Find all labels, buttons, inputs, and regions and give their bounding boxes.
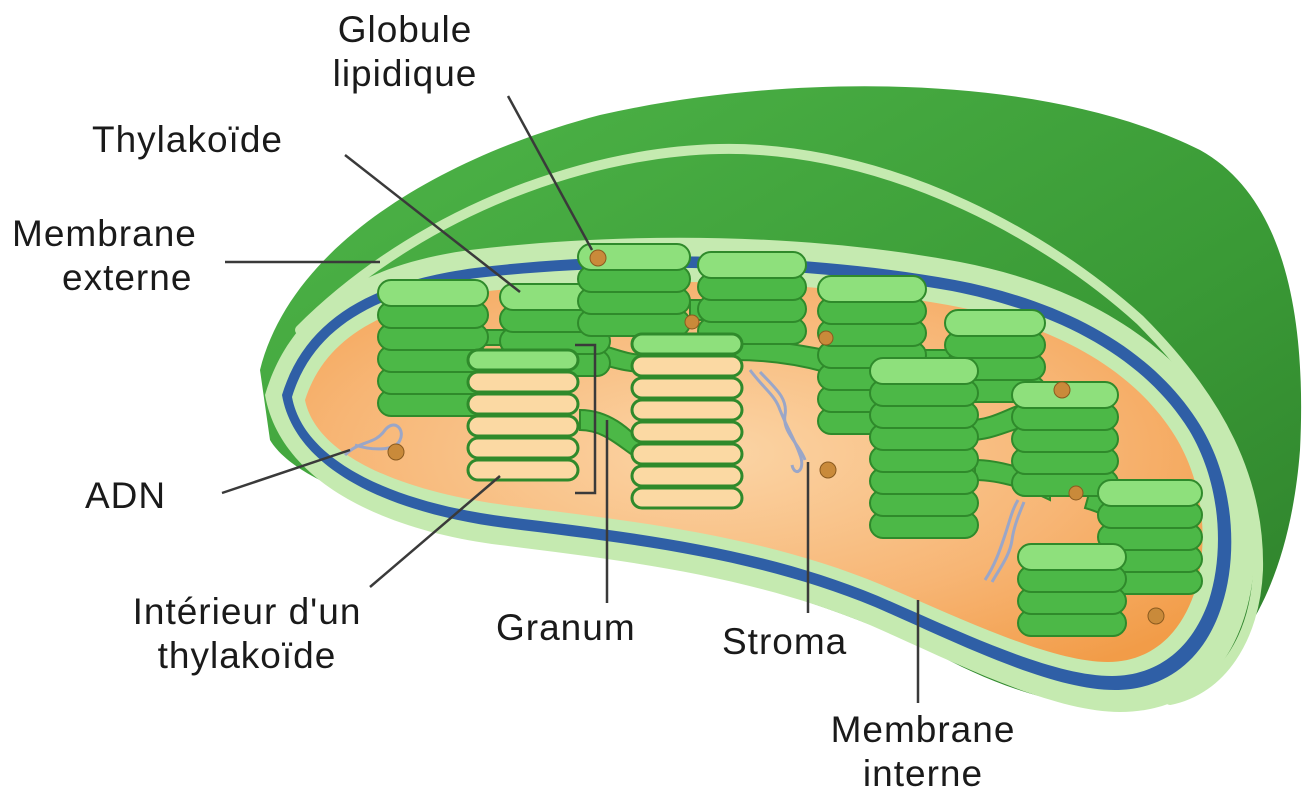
granum-stack — [870, 358, 978, 538]
label-thylakoide: Thylakoïde — [92, 118, 283, 162]
label-stroma: Stroma — [722, 620, 847, 664]
granum-stack — [698, 252, 806, 344]
label-granum: Granum — [496, 606, 636, 650]
label-interieur-thylakoide: Intérieur d'un thylakoïde — [82, 590, 412, 678]
cut-granum — [468, 350, 578, 480]
cut-granum — [632, 334, 742, 508]
label-adn: ADN — [85, 474, 166, 518]
label-globule-lipidique: Globule lipidique — [300, 8, 510, 96]
granum-stack — [1018, 544, 1126, 636]
label-membrane-externe: Membrane externe — [12, 212, 197, 300]
label-membrane-interne: Membrane interne — [792, 708, 1054, 796]
granum-stack — [1012, 382, 1118, 496]
